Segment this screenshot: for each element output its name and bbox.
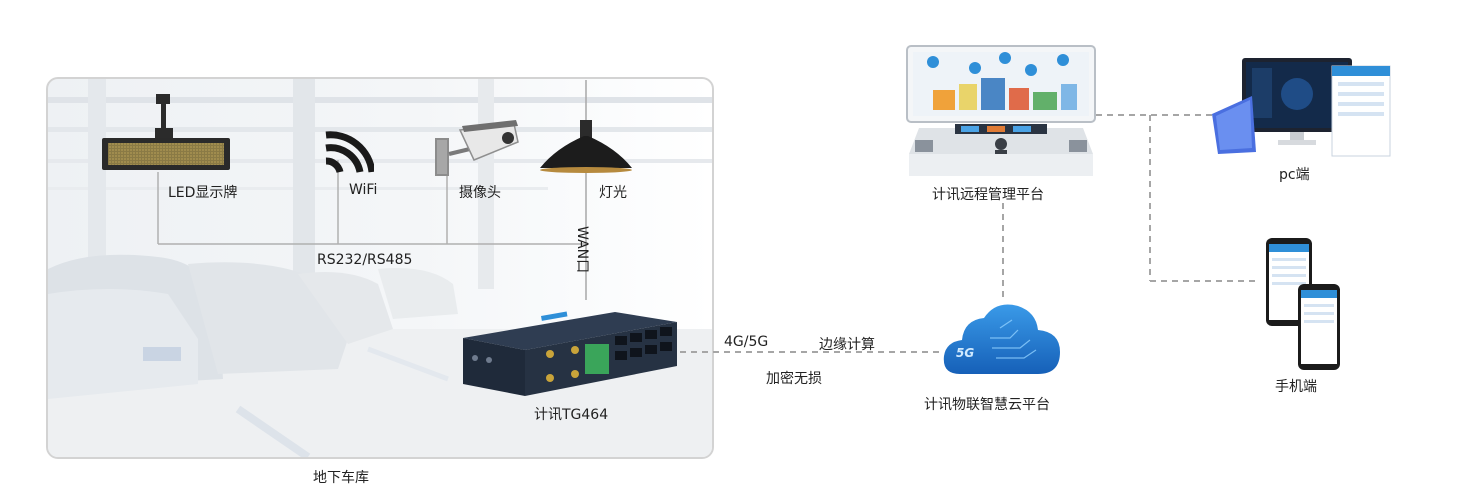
router-label: 计讯TG464 xyxy=(534,407,609,423)
pc-icon xyxy=(1212,58,1391,157)
phone-label: 手机端 xyxy=(1275,379,1317,395)
control-room-icon xyxy=(906,45,1096,176)
garage-label: 地下车库 xyxy=(313,470,369,486)
link-4g5g-label: 4G/5G xyxy=(724,334,769,350)
cloud-5g-text: 5G xyxy=(956,346,975,360)
wan-label: WAN口 xyxy=(574,226,590,274)
router-icon xyxy=(463,311,677,396)
cloud-platform-label: 计讯物联智慧云平台 xyxy=(924,397,1050,413)
pc-label: pc端 xyxy=(1279,167,1310,183)
wifi-label: WiFi xyxy=(349,182,378,198)
remote-platform-label: 计讯远程管理平台 xyxy=(932,187,1044,203)
led-display-icon xyxy=(102,94,230,170)
camera-label: 摄像头 xyxy=(459,185,501,201)
wifi-icon xyxy=(325,131,374,174)
led-display-label: LED显示牌 xyxy=(168,185,238,201)
bus-label: RS232/RS485 xyxy=(317,252,413,268)
edge-computing-label: 边缘计算 xyxy=(819,337,875,353)
cloud-icon xyxy=(943,304,1060,374)
encryption-label: 加密无损 xyxy=(766,371,822,387)
camera-icon xyxy=(435,120,519,176)
lamp-icon xyxy=(540,120,632,173)
phone-icon xyxy=(1266,238,1340,370)
light-label: 灯光 xyxy=(599,185,627,201)
